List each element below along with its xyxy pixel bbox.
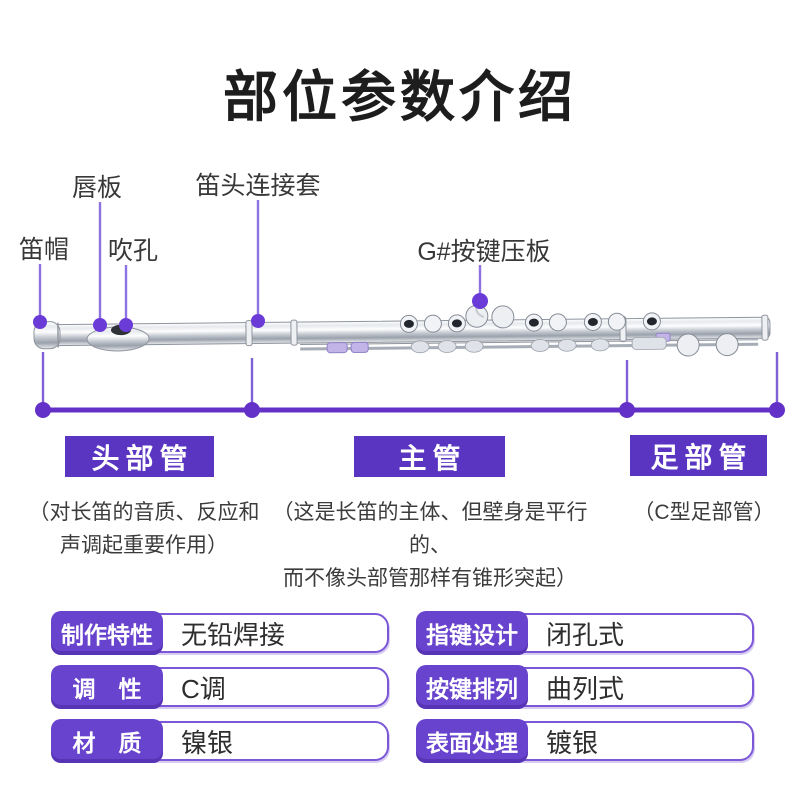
spec-value: 无铅焊接 bbox=[181, 619, 286, 650]
section-badge-footjoint: 足部管 bbox=[630, 435, 767, 476]
spec-row-key: 调 性 C调 bbox=[51, 665, 389, 709]
flute-illustration bbox=[33, 299, 771, 357]
spec-row-finish: 表面处理 镀银 bbox=[416, 719, 754, 763]
spec-label: 调 性 bbox=[51, 665, 163, 709]
section-badge-headjoint: 头部管 bbox=[65, 436, 214, 477]
flute-embouchure-hole bbox=[110, 324, 131, 336]
bracket-dots bbox=[35, 402, 785, 418]
spec-label: 按键排列 bbox=[416, 665, 528, 709]
flute-crown bbox=[33, 321, 61, 350]
leader-dots bbox=[33, 293, 488, 332]
spec-row-material: 材 质 镍银 bbox=[51, 719, 389, 763]
label-embouchure-hole: 吹孔 bbox=[107, 237, 158, 265]
flute-gsharp-keys bbox=[465, 304, 515, 329]
spec-label: 表面处理 bbox=[416, 719, 528, 763]
section-desc-body: （这是长笛的主体、但壁身是平行的、 而不像头部管那样有锥形突起） bbox=[272, 501, 588, 590]
label-headjoint-connector: 笛头连接套 bbox=[195, 172, 321, 200]
spec-row-keylayout: 按键排列 曲列式 bbox=[416, 665, 754, 709]
spec-value: 镍银 bbox=[181, 727, 234, 758]
spec-value: 闭孔式 bbox=[546, 619, 625, 650]
spec-row-keydesign: 指键设计 闭孔式 bbox=[416, 611, 754, 655]
label-crown: 笛帽 bbox=[18, 236, 69, 264]
page-title: 部位参数介绍 bbox=[222, 66, 577, 128]
spec-label: 制作特性 bbox=[51, 611, 163, 655]
flute-foot-rollers bbox=[676, 333, 739, 357]
section-desc-headjoint: （对长笛的音质、反应和 声调起重要作用） bbox=[28, 501, 260, 557]
label-gsharp-key: G#按键压板 bbox=[417, 238, 551, 266]
spec-label: 材 质 bbox=[51, 719, 163, 763]
section-desc-footjoint: （C型足部管） bbox=[633, 501, 775, 524]
spec-value: 曲列式 bbox=[546, 673, 625, 704]
spec-label: 指键设计 bbox=[416, 611, 528, 655]
section-badge-body: 主管 bbox=[354, 436, 505, 477]
flute-lip-plate bbox=[86, 326, 150, 352]
bracket-drop-lines bbox=[41, 352, 779, 408]
spec-value: 镀银 bbox=[546, 727, 599, 758]
label-lip-plate: 唇板 bbox=[71, 174, 122, 202]
spec-row-craft: 制作特性 无铅焊接 bbox=[51, 611, 389, 655]
spec-value: C调 bbox=[181, 673, 226, 704]
